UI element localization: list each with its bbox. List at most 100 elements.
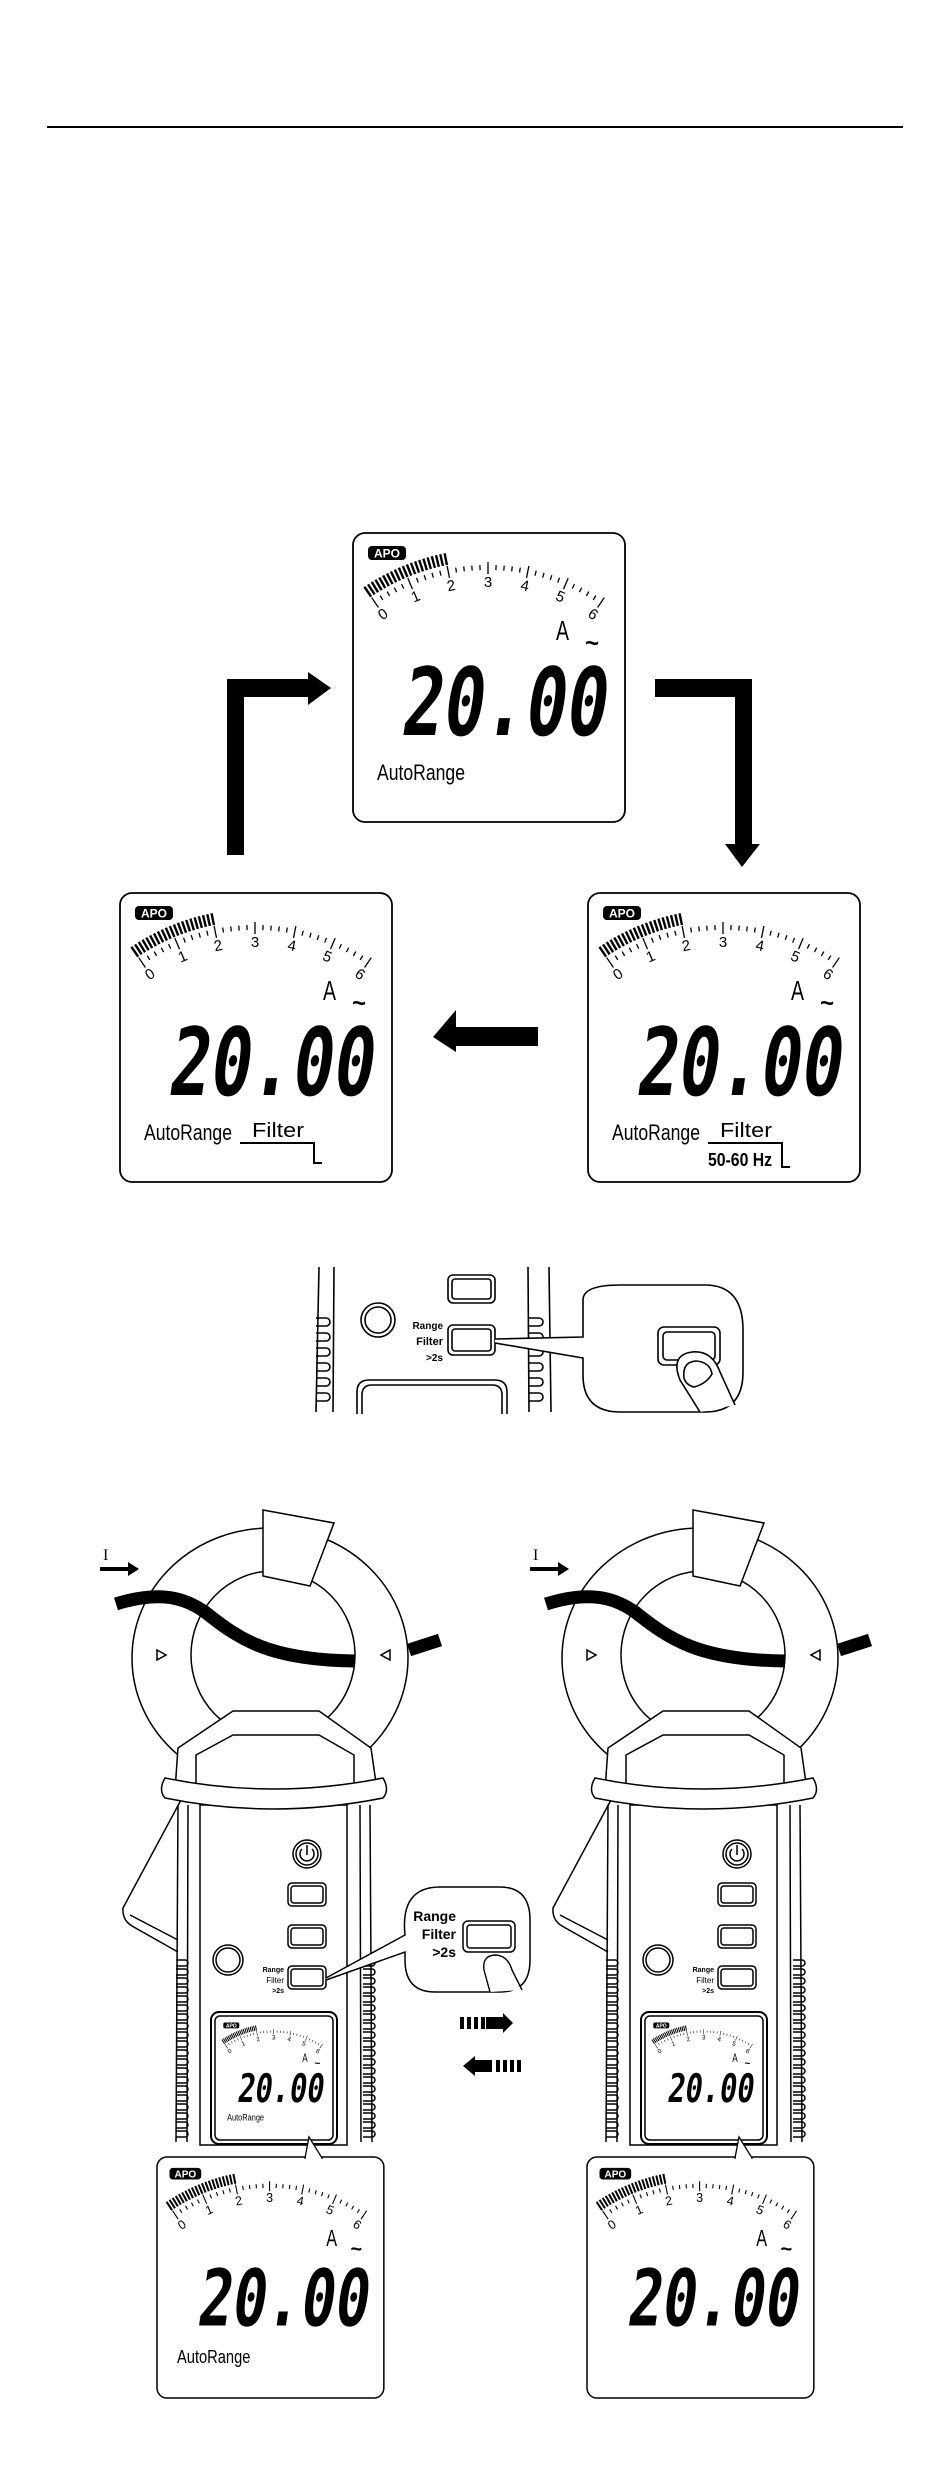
scale-minor-tick <box>295 2185 298 2191</box>
scale-minor-tick <box>308 2188 311 2193</box>
scale-major-tick <box>797 937 804 950</box>
range-filter-button[interactable] <box>717 1965 757 1990</box>
arrow-shaft <box>486 2017 504 2029</box>
unit-label: A <box>326 2225 337 2251</box>
scale-minor-tick <box>627 2199 630 2204</box>
grip-ridge <box>606 2022 619 2030</box>
scale-minor-tick <box>206 930 209 936</box>
bargraph-segment <box>227 2035 231 2041</box>
lcd-reading-group: 20.00 <box>193 2253 377 2345</box>
apo-badge <box>653 2022 670 2029</box>
bargraph-segment <box>631 2182 637 2193</box>
grip-ridge <box>606 2076 619 2084</box>
scale-minor-tick <box>179 2208 183 2214</box>
bargraph-segment <box>652 2038 657 2044</box>
scale-minor-tick <box>557 577 561 583</box>
hold-button[interactable] <box>287 1882 327 1907</box>
function-button[interactable] <box>447 1274 496 1304</box>
bargraph-segment <box>662 2032 666 2038</box>
grip-ridge <box>363 1986 376 1994</box>
grip-ridge <box>606 2058 619 2066</box>
bargraph-segment <box>674 913 680 927</box>
power-button[interactable] <box>292 1839 322 1869</box>
power-button[interactable] <box>722 1839 752 1869</box>
scale-label: 4 <box>296 2194 306 2209</box>
scale-minor-tick <box>781 2205 785 2210</box>
grip-ridge <box>793 1959 806 1967</box>
scale-minor-tick <box>228 2188 231 2193</box>
bargraph-segment <box>624 930 633 943</box>
bargraph-segment <box>174 2195 182 2206</box>
scale-minor-tick <box>234 2039 236 2042</box>
mode-label: AutoRange <box>177 2346 250 2367</box>
magnified-range-button[interactable] <box>462 1920 516 1953</box>
bargraph-segment <box>206 913 212 927</box>
bargraph-segment <box>648 920 656 934</box>
round-button[interactable] <box>212 1944 244 1976</box>
current-direction-arrow-icon <box>530 1562 569 1576</box>
scale-major-tick <box>669 2035 673 2041</box>
grip-ridge <box>606 2112 619 2120</box>
scale-minor-tick <box>775 2202 779 2207</box>
scale-minor-tick <box>698 926 700 932</box>
mode-button[interactable] <box>287 1924 327 1949</box>
grip-ridge <box>793 2067 806 2075</box>
grip-ridge <box>176 2067 189 2075</box>
scale-minor-tick <box>431 572 434 578</box>
grip-ridge <box>606 2049 619 2057</box>
bargraph-segment <box>658 2174 663 2185</box>
scale-major-tick <box>174 937 181 950</box>
scale-major-tick <box>407 577 414 590</box>
scale-label: 2 <box>680 937 692 955</box>
grip-ridge <box>363 2058 376 2066</box>
scale-major-tick <box>642 937 649 950</box>
range-label: Range <box>263 1967 285 1974</box>
scale-minor-tick <box>423 574 427 581</box>
scale-label: 5 <box>754 2202 766 2218</box>
grip-ridge <box>176 1959 189 1967</box>
bargraph-segment <box>426 557 433 570</box>
mode-label: AutoRange <box>377 760 465 785</box>
lcd-reading-group: 20.00 <box>631 1008 851 1117</box>
bargraph-segment <box>204 2181 210 2192</box>
conductor-cable <box>114 1590 356 1668</box>
lcd-frame <box>156 2156 385 2399</box>
bargraph-segment <box>637 2180 644 2191</box>
lcd-frame <box>586 2156 815 2399</box>
round-button[interactable] <box>642 1944 674 1976</box>
scale-minor-tick <box>645 2192 649 2197</box>
bargraph-segment <box>660 2033 665 2039</box>
bargraph-segment <box>681 2026 684 2032</box>
scale-label: 5 <box>324 2202 336 2218</box>
hold-button[interactable] <box>717 1882 757 1907</box>
scale-minor-tick <box>185 2205 189 2210</box>
bargraph-segment <box>141 939 150 951</box>
bargraph-segment <box>240 2029 244 2035</box>
round-button[interactable] <box>360 1302 396 1338</box>
bargraph-segment <box>178 2193 185 2204</box>
bargraph-segment <box>602 943 611 956</box>
scale-minor-tick <box>400 583 405 589</box>
scale-minor-tick <box>308 2038 311 2041</box>
ac-symbol: ~ <box>780 2238 792 2260</box>
bargraph-segment <box>234 2032 238 2038</box>
power-button-inner <box>725 1842 749 1866</box>
bargraph-segment <box>221 2176 227 2187</box>
grip-ridge <box>606 2031 619 2039</box>
grip-ridge <box>363 2085 376 2093</box>
apo-label: APO <box>609 907 635 921</box>
scale-minor-tick <box>744 2190 747 2195</box>
bargraph-segment <box>611 2191 618 2202</box>
scale-minor-tick <box>806 943 811 949</box>
mode-button[interactable] <box>717 1924 757 1949</box>
scale-minor-tick <box>578 587 583 593</box>
bargraph-segment <box>401 565 409 578</box>
scale-major-tick <box>292 925 297 938</box>
bargraph-segment <box>235 2031 239 2037</box>
bargraph-segment <box>670 2029 674 2035</box>
scale-label: 2 <box>234 2194 244 2209</box>
scale-label: 1 <box>633 2202 645 2218</box>
scale-minor-tick <box>463 566 465 572</box>
scale-minor-tick <box>242 2185 244 2191</box>
